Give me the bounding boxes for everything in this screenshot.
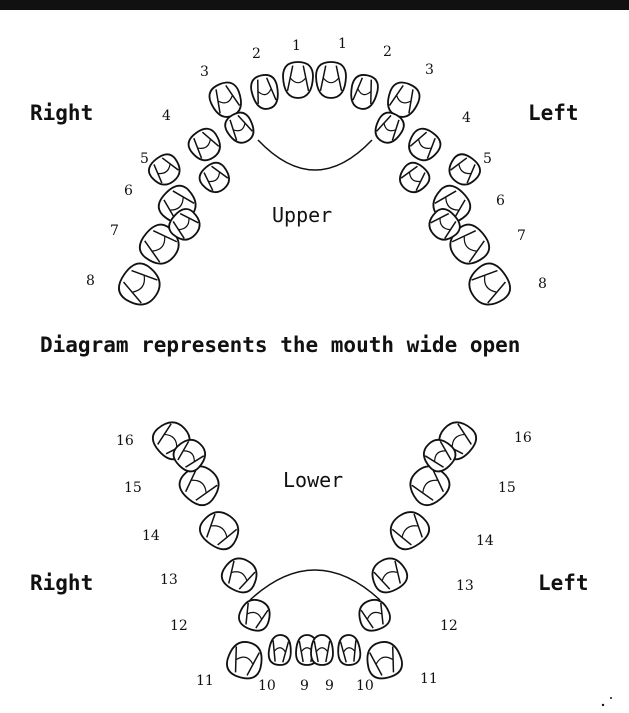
lower-left-num-12: 12 bbox=[440, 618, 458, 634]
upper-left-num-2: 2 bbox=[383, 44, 392, 60]
upper-left-num-7: 7 bbox=[517, 228, 526, 244]
lower-right-num-12: 12 bbox=[170, 618, 188, 634]
lower-left-tooth-outline bbox=[355, 596, 393, 634]
diagram-caption: Diagram represents the mouth wide open bbox=[40, 333, 520, 357]
lower-left-tooth-outline bbox=[384, 505, 435, 555]
upper-right-num-6: 6 bbox=[124, 183, 133, 199]
lower-left-num-14: 14 bbox=[476, 533, 494, 549]
lower-right-num-14: 14 bbox=[142, 528, 160, 544]
lower-right-tooth-outline bbox=[195, 505, 246, 555]
lower-left-num-9: 9 bbox=[325, 678, 334, 694]
upper-right-num-3: 3 bbox=[200, 64, 209, 80]
lower-right-tooth-outline bbox=[217, 553, 262, 597]
lower-right-num-15: 15 bbox=[124, 480, 142, 496]
lower-left-num-13: 13 bbox=[456, 578, 474, 594]
upper-right-num-7: 7 bbox=[110, 223, 119, 239]
speckle-dot bbox=[602, 704, 604, 706]
lower-right-num-11: 11 bbox=[196, 673, 214, 689]
upper-left-num-1: 1 bbox=[338, 36, 347, 52]
upper-left-tooth-outline bbox=[403, 124, 445, 166]
upper-right-num-1: 1 bbox=[292, 38, 301, 54]
lower-right-num-10: 10 bbox=[258, 678, 276, 694]
upper-left-tooth-outline bbox=[444, 150, 485, 191]
lower-left-num-10: 10 bbox=[356, 678, 374, 694]
lower-left-label: Left bbox=[538, 571, 589, 595]
lower-right-label: Right bbox=[30, 571, 93, 595]
upper-right-tooth-outline bbox=[195, 158, 234, 197]
upper-right-num-8: 8 bbox=[86, 273, 95, 289]
upper-left-num-6: 6 bbox=[496, 193, 505, 209]
lower-left-tooth-outline bbox=[311, 635, 333, 665]
upper-right-tooth-outline bbox=[283, 62, 313, 98]
lower-right-tooth-outline bbox=[224, 638, 266, 682]
upper-right-tooth-outline bbox=[249, 73, 282, 112]
upper-arch-line bbox=[258, 140, 372, 170]
upper-left-tooth-outline bbox=[462, 258, 516, 313]
lower-right-num-13: 13 bbox=[160, 572, 178, 588]
upper-jaw-title: Upper bbox=[272, 203, 332, 227]
upper-right-num-4: 4 bbox=[162, 108, 171, 124]
upper-left-label: Left bbox=[528, 101, 579, 125]
upper-left-tooth-outline bbox=[394, 158, 433, 197]
upper-right-tooth-outline bbox=[113, 258, 167, 313]
lower-left-tooth-outline bbox=[337, 634, 362, 666]
speckle-dot bbox=[610, 697, 612, 699]
upper-right-num-2: 2 bbox=[252, 46, 261, 62]
upper-left-num-5: 5 bbox=[483, 151, 492, 167]
lower-right-tooth-outline bbox=[236, 596, 274, 634]
upper-right-tooth-outline bbox=[184, 124, 226, 166]
lower-right-num-9: 9 bbox=[300, 678, 309, 694]
upper-left-tooth-outline bbox=[316, 62, 346, 98]
lower-left-num-15: 15 bbox=[498, 480, 516, 496]
lower-left-num-16: 16 bbox=[514, 430, 532, 446]
upper-right-num-5: 5 bbox=[140, 151, 149, 167]
lower-teeth-arch bbox=[147, 415, 481, 682]
lower-left-tooth-outline bbox=[366, 553, 411, 597]
upper-right-label: Right bbox=[30, 101, 93, 125]
upper-right-tooth-outline bbox=[145, 150, 186, 191]
lower-right-num-16: 16 bbox=[116, 433, 134, 449]
lower-jaw-title: Lower bbox=[283, 468, 343, 492]
lower-arch-line bbox=[250, 570, 380, 600]
lower-right-tooth-outline bbox=[268, 634, 293, 666]
lower-left-tooth-outline bbox=[363, 638, 405, 682]
upper-left-num-8: 8 bbox=[538, 276, 547, 292]
upper-left-num-3: 3 bbox=[425, 62, 434, 78]
lower-left-num-11: 11 bbox=[420, 671, 438, 687]
upper-teeth-arch bbox=[113, 62, 516, 312]
upper-left-num-4: 4 bbox=[462, 110, 471, 126]
upper-left-tooth-outline bbox=[348, 73, 381, 112]
